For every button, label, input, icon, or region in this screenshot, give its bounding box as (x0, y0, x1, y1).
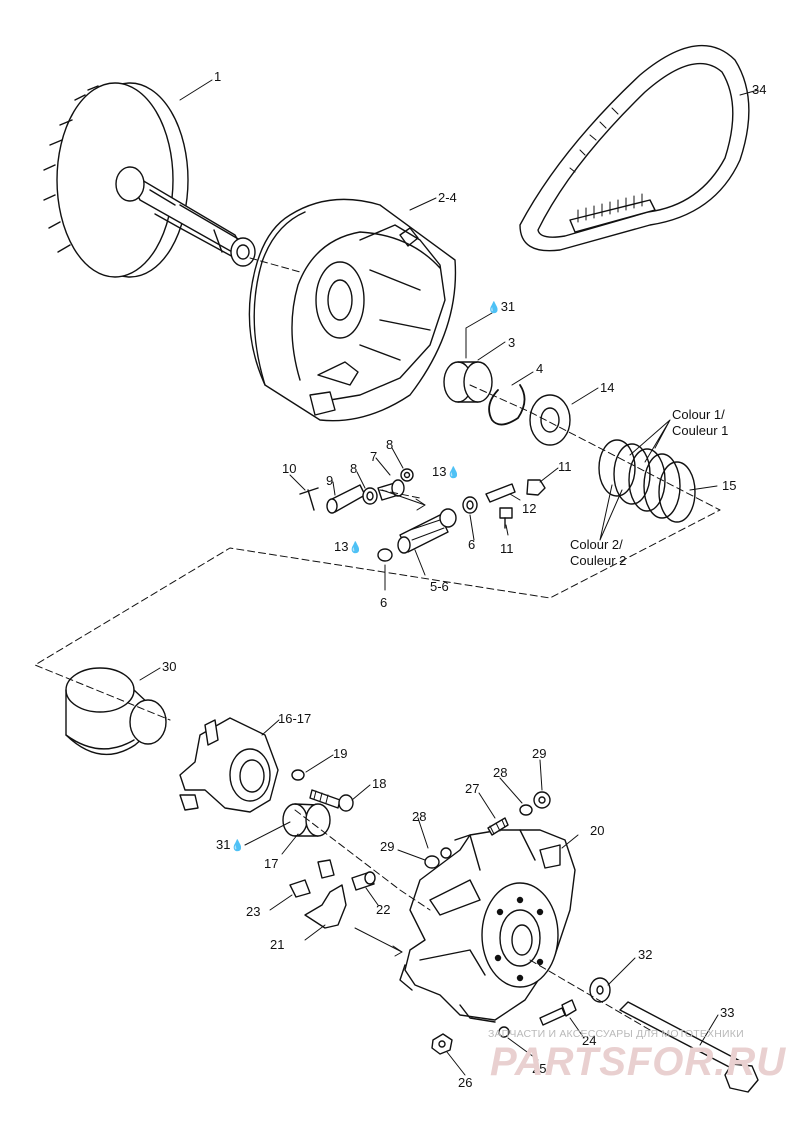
oil-drop-icon: 💧 (230, 840, 245, 852)
callout-28-bottom: 28 (412, 809, 427, 824)
bushing-part-17 (282, 803, 331, 837)
callout-14: 14 (600, 380, 615, 395)
callout-28-top: 28 (493, 765, 508, 780)
small-parts-21-23 (289, 859, 376, 929)
callout-29-top: 29 (532, 746, 547, 761)
callout-13-bottom: 13💧 (334, 539, 363, 555)
callout-7: 7 (370, 449, 378, 464)
callout-11-top: 11 (558, 459, 572, 474)
drive-belt-part (519, 45, 750, 252)
leader-lines (139, 79, 759, 1076)
couleur-1-label: Couleur 1 (672, 423, 729, 438)
callout-1: 1 (214, 69, 222, 84)
movable-sheave-part (248, 198, 457, 422)
callout-19: 19 (333, 746, 348, 761)
small-parts-27-29 (424, 791, 551, 869)
callout-11-bottom: 11 (500, 541, 514, 556)
oil-drop-icon: 💧 (487, 302, 501, 314)
couleur-2-label: Couleur 2 (570, 553, 627, 568)
callout-13-top: 13💧 (432, 464, 461, 480)
callout-5-6: 5-6 (430, 579, 449, 594)
carrier-part-20 (399, 829, 576, 1023)
callout-29-bottom: 29 (380, 839, 395, 854)
direction-arrows (354, 489, 426, 957)
callout-8-right: 8 (386, 437, 394, 452)
sleeve-part-30 (65, 667, 167, 756)
callout-16-17: 16-17 (278, 711, 312, 726)
callout-25: 25 (532, 1061, 547, 1076)
fixed-sheave-part (43, 82, 256, 278)
callout-2-4: 2-4 (438, 190, 457, 205)
callout-12: 12 (522, 501, 537, 516)
callout-20: 20 (590, 823, 605, 838)
retaining-ring-part-4 (488, 384, 526, 426)
alignment-dashes (34, 257, 721, 1031)
callout-31-bottom: 31💧 (216, 837, 245, 853)
callout-24: 24 (582, 1033, 597, 1048)
callout-10: 10 (282, 461, 297, 476)
callout-6-right: 6 (468, 537, 476, 552)
callout-30: 30 (162, 659, 177, 674)
washer-part-19 (291, 769, 305, 781)
callout-15: 15 (722, 478, 737, 493)
callout-3: 3 (508, 335, 516, 350)
oil-drop-icon: 💧 (446, 467, 461, 479)
callout-33: 33 (720, 1005, 735, 1020)
callout-32: 32 (638, 947, 653, 962)
callout-23: 23 (246, 904, 261, 919)
callout-34: 34 (752, 82, 767, 97)
callout-18: 18 (372, 776, 387, 791)
oil-drop-icon: 💧 (348, 542, 363, 554)
callout-8-left: 8 (350, 461, 358, 476)
colour-1-label: Colour 1/ (672, 407, 725, 422)
bushing-part-3 (443, 361, 493, 403)
callout-6-bottom: 6 (380, 595, 388, 610)
colour-2-label: Colour 2/ (570, 537, 623, 552)
washer-part-14 (529, 394, 571, 446)
callout-22: 22 (376, 902, 391, 917)
callout-26: 26 (458, 1075, 473, 1090)
fasteners-24-33 (431, 977, 759, 1093)
watermark-brand: PARTSFOR.RU (490, 1040, 787, 1084)
callout-9: 9 (326, 473, 334, 488)
callout-31-top: 💧31 (487, 299, 516, 315)
callout-21: 21 (270, 937, 285, 952)
callout-17: 17 (264, 856, 279, 871)
cam-housing-part (179, 717, 279, 813)
callout-4: 4 (536, 361, 544, 376)
watermark-tagline: ЗАПЧАСТИ И АКСЕССУАРЫ ДЛЯ МОТОТЕХНИКИ (488, 1028, 744, 1040)
callout-27: 27 (465, 781, 480, 796)
roller-pin-parts (299, 468, 546, 562)
spring-part-15 (598, 439, 696, 523)
screw-part-18 (309, 789, 354, 812)
